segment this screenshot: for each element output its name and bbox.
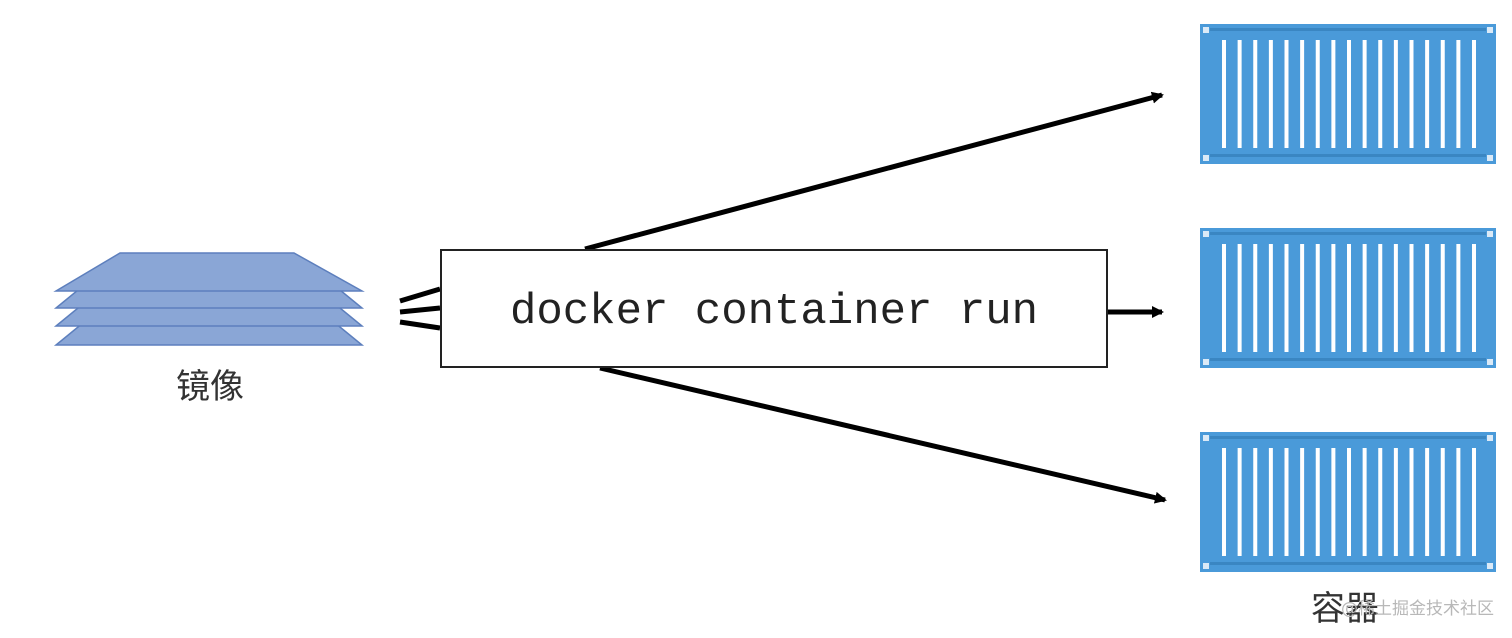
container-corner bbox=[1487, 155, 1493, 161]
container-rib bbox=[1362, 244, 1367, 352]
connector-line bbox=[399, 305, 441, 315]
container-rib bbox=[1347, 244, 1351, 352]
container-rib bbox=[1347, 448, 1351, 556]
container-corner bbox=[1203, 435, 1209, 441]
container-rib bbox=[1472, 244, 1476, 352]
container-rib bbox=[1440, 40, 1445, 148]
arrow-to-container-3 bbox=[599, 365, 1167, 504]
connector-line bbox=[399, 319, 441, 331]
container-rib bbox=[1440, 244, 1445, 352]
container-rib bbox=[1300, 244, 1305, 352]
container-rib bbox=[1268, 40, 1273, 148]
image-to-command-connectors bbox=[399, 286, 441, 331]
container-rib bbox=[1268, 448, 1273, 556]
container-rail bbox=[1210, 28, 1486, 31]
shipping-container-icon bbox=[1200, 228, 1496, 368]
container-rib bbox=[1378, 40, 1383, 148]
image-label: 镜像 bbox=[176, 367, 244, 407]
command-box: docker container run bbox=[440, 249, 1108, 368]
container-rib bbox=[1315, 40, 1320, 148]
container-corner bbox=[1203, 155, 1209, 161]
container-corner bbox=[1203, 563, 1209, 569]
container-rib bbox=[1425, 244, 1430, 352]
container-rib bbox=[1222, 244, 1226, 352]
image-stack-icon bbox=[53, 252, 365, 346]
container-rib bbox=[1409, 448, 1414, 556]
container-rib bbox=[1315, 448, 1320, 556]
container-rib bbox=[1237, 448, 1242, 556]
container-corner bbox=[1203, 27, 1209, 33]
container-rib bbox=[1268, 244, 1273, 352]
container-rib bbox=[1284, 40, 1289, 148]
container-rail bbox=[1210, 232, 1486, 235]
container-rib bbox=[1409, 40, 1414, 148]
container-rib bbox=[1362, 448, 1367, 556]
container-rib bbox=[1253, 40, 1258, 148]
container-rib bbox=[1253, 448, 1258, 556]
container-rail bbox=[1210, 436, 1486, 439]
container-corner bbox=[1487, 359, 1493, 365]
arrow-to-container-1 bbox=[584, 91, 1164, 252]
container-rib bbox=[1222, 40, 1226, 148]
container-rib bbox=[1331, 244, 1336, 352]
container-rib bbox=[1378, 448, 1383, 556]
containers-group bbox=[1200, 24, 1496, 572]
container-rib bbox=[1362, 40, 1367, 148]
container-corner bbox=[1203, 359, 1209, 365]
container-rib bbox=[1284, 244, 1289, 352]
container-rib bbox=[1300, 448, 1305, 556]
container-rib bbox=[1472, 448, 1476, 556]
container-rail bbox=[1210, 358, 1486, 361]
container-rib bbox=[1425, 40, 1430, 148]
container-rib bbox=[1409, 244, 1414, 352]
command-to-container-arrows bbox=[584, 91, 1167, 504]
container-rib bbox=[1393, 448, 1398, 556]
container-rib bbox=[1253, 244, 1258, 352]
image-layer-1 bbox=[53, 252, 365, 292]
container-label: 容器 bbox=[1311, 589, 1379, 629]
container-corner bbox=[1487, 435, 1493, 441]
shipping-container-icon bbox=[1200, 432, 1496, 572]
container-rib bbox=[1237, 244, 1242, 352]
container-rib bbox=[1222, 448, 1226, 556]
container-rail bbox=[1210, 154, 1486, 157]
container-rib bbox=[1393, 244, 1398, 352]
container-rib bbox=[1425, 448, 1430, 556]
connector-line bbox=[399, 286, 441, 304]
container-rib bbox=[1378, 244, 1383, 352]
container-corner bbox=[1487, 27, 1493, 33]
container-rib bbox=[1331, 448, 1336, 556]
watermark: @稀土掘金技术社区 bbox=[1341, 599, 1494, 619]
container-corner bbox=[1487, 563, 1493, 569]
container-rib bbox=[1315, 244, 1320, 352]
command-box-frame bbox=[440, 249, 1108, 368]
container-corner bbox=[1487, 231, 1493, 237]
container-rib bbox=[1472, 40, 1476, 148]
container-rib bbox=[1331, 40, 1336, 148]
container-rib bbox=[1456, 244, 1461, 352]
container-rail bbox=[1210, 562, 1486, 565]
container-rib bbox=[1347, 40, 1351, 148]
container-rib bbox=[1393, 40, 1398, 148]
container-rib bbox=[1237, 40, 1242, 148]
shipping-container-icon bbox=[1200, 24, 1496, 164]
command-text: docker container run bbox=[510, 287, 1038, 337]
container-rib bbox=[1440, 448, 1445, 556]
container-rib bbox=[1456, 448, 1461, 556]
container-rib bbox=[1300, 40, 1305, 148]
container-rib bbox=[1284, 448, 1289, 556]
container-corner bbox=[1203, 231, 1209, 237]
container-rib bbox=[1456, 40, 1461, 148]
